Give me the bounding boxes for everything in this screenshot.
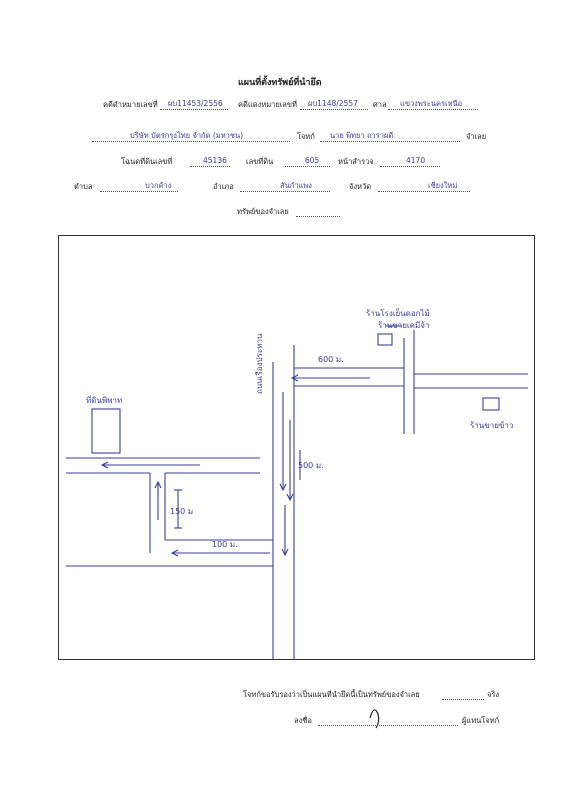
survey-label: หน้าสำรวจ [338, 157, 374, 166]
red-case-value: ผบ1148/2557 [308, 99, 358, 108]
court-label: ศาล [373, 100, 387, 109]
deed-underline [190, 166, 230, 167]
dist-150-label: 150 ม [170, 507, 193, 516]
arrow-down-1-head [279, 483, 287, 492]
red-case-underline [300, 109, 368, 110]
plaintiff-value: บริษัท บัตรกรุงไทย จำกัด (มหาชน) [130, 131, 244, 140]
plaintiff-underline [92, 141, 290, 142]
map-frame [58, 235, 535, 660]
province-label: จังหวัด [349, 182, 372, 191]
subdistrict-underline [100, 191, 178, 192]
province-underline [378, 191, 470, 192]
certify-underline [442, 699, 484, 700]
subdistrict-value: บวกค้าง [145, 181, 172, 190]
court-value: แขวงพระนครเหนือ [400, 99, 463, 108]
plaintiff-label: โจทก์ [297, 132, 315, 141]
defendant-value: นาย พิทยา ถาราผดี [330, 131, 394, 140]
sign-role: ผู้แทนโจทก์ [462, 716, 500, 725]
asset-underline [296, 216, 340, 217]
deed-label: โฉนดที่ดินเลขที่ [121, 157, 173, 166]
survey-value: 4170 [406, 156, 426, 165]
arrow-500-head [286, 493, 294, 502]
deed-value: 45136 [203, 156, 227, 165]
district-underline [240, 191, 330, 192]
arrow-west-head [100, 461, 109, 469]
court-underline [388, 109, 478, 110]
survey-underline [380, 166, 440, 167]
road-label: ถนนเรืองประทาน [255, 333, 264, 394]
district-value: สันกำแพง [280, 181, 312, 190]
arrow-150-head [154, 480, 162, 489]
black-case-value: ผบ11453/2556 [168, 99, 223, 108]
land-no-value: 605 [305, 156, 320, 165]
district-label: อำเภอ [213, 182, 234, 191]
dist-600-label: 600 ม. [318, 355, 344, 364]
arrow-100-head [170, 549, 179, 557]
rice-shop-box [482, 397, 500, 411]
shop-label-2: ร้านขายเคมีจ้า [378, 321, 429, 330]
defendant-label: จำเลย [466, 132, 487, 141]
rice-shop-label: ร้านขายข้าว [470, 421, 513, 430]
dist-100-label: 100 ม. [212, 540, 238, 549]
certify-text: โจทก์ขอรับรองว่าเป็นแผนที่นำยึดนี้เป็นทร… [243, 690, 420, 699]
dist-500-label: 500 ม. [298, 461, 324, 470]
sign-label: ลงชื่อ [294, 716, 312, 725]
signature-mark [369, 709, 380, 729]
black-case-label: คดีดำหมายเลขที่ [103, 100, 158, 109]
province-value: เชียงใหม่ [428, 181, 458, 190]
asset-label: ทรัพย์ของจำเลย [237, 207, 289, 216]
arrow-600-head [290, 374, 299, 382]
sign-underline [318, 725, 458, 726]
land-no-underline [285, 166, 330, 167]
page-title: แผนที่ตั้งทรัพย์ที่นำยึด [238, 78, 322, 88]
land-no-label: เลขที่ดิน [246, 157, 274, 166]
property-label: ที่ดินพิพาท [86, 394, 122, 405]
red-case-label: คดีแดงหมายเลขที่ [238, 100, 297, 109]
arrow-down-2-head [281, 548, 289, 557]
property-parcel [91, 408, 121, 454]
certify-end: จริง [487, 690, 500, 699]
defendant-underline [320, 141, 460, 142]
black-case-underline [160, 109, 228, 110]
shop-box [377, 333, 393, 346]
shop-label: ร้านโรงเย็นดอกไม้ [366, 308, 430, 318]
subdistrict-label: ตำบล [74, 182, 93, 191]
